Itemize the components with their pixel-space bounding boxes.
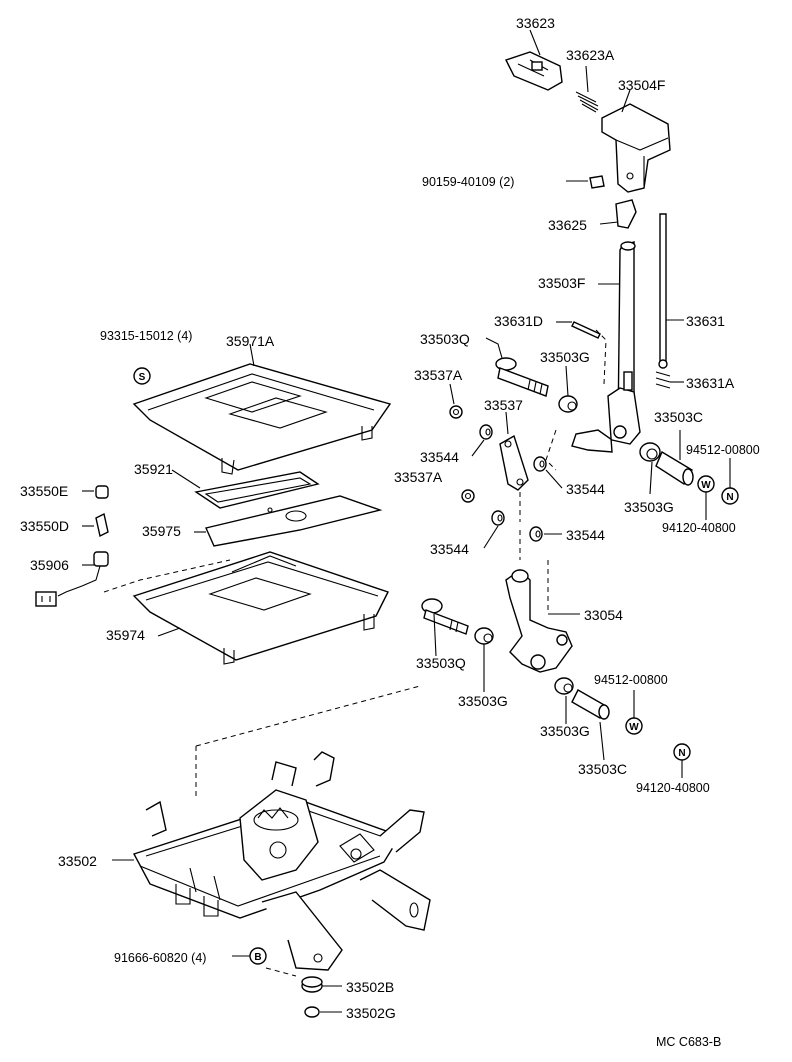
- label-33502G: 33502G: [346, 1005, 396, 1021]
- collar-33503G-mid: [474, 627, 494, 692]
- label-35974: 35974: [106, 627, 145, 643]
- clip-33625: [599, 199, 637, 229]
- collar-33503G-right: [639, 442, 661, 495]
- label-91666: 91666-60820 (4): [114, 951, 206, 965]
- nut-33537A-mid: [461, 489, 475, 503]
- pin-33631D: [556, 321, 601, 339]
- label-33623A: 33623A: [566, 47, 615, 63]
- lever-33054: [505, 569, 580, 673]
- label-33503C-top: 33503C: [654, 409, 703, 425]
- svg-text:S: S: [139, 372, 146, 383]
- label-33544-d: 33544: [566, 527, 605, 543]
- symbol-b-bot: B: [232, 947, 267, 965]
- label-33550E: 33550E: [20, 483, 68, 499]
- part-labels: 33623 33623A 33504F 90159-40109 (2) 3362…: [20, 15, 760, 1049]
- knob-button-part: [505, 51, 563, 91]
- collar-33503G-bot: [554, 677, 574, 724]
- sleeve-33503C-bot: [571, 689, 610, 761]
- nut-33537A-top: [449, 383, 463, 419]
- label-35971A: 35971A: [226, 333, 275, 349]
- symbol-w-bot: W: [625, 690, 643, 735]
- shift-knob-part: [601, 103, 671, 193]
- bolt-33503Q-top: [485, 337, 549, 397]
- label-33503Q-mid: 33503Q: [416, 655, 466, 671]
- washer-33544-d: [529, 526, 562, 542]
- collar-33503G-top: [558, 365, 578, 413]
- label-33631: 33631: [686, 313, 725, 329]
- label-33503F: 33503F: [538, 275, 585, 291]
- link-33537: [499, 411, 529, 491]
- label-33631D: 33631D: [494, 313, 543, 329]
- plate-35921: [171, 469, 320, 509]
- spring-33623A: [575, 91, 599, 113]
- washer-33544-a: [471, 424, 493, 457]
- label-35975: 35975: [142, 523, 181, 539]
- leader-33623: [529, 29, 541, 56]
- label-33625: 33625: [548, 217, 587, 233]
- label-94512-top: 94512-00800: [686, 443, 760, 457]
- label-33544-b: 33544: [566, 481, 605, 497]
- bulb-35550E: [82, 485, 109, 499]
- label-33631A: 33631A: [686, 375, 735, 391]
- cover-35971A: [132, 343, 392, 475]
- indicator-plate-35975: [194, 495, 383, 547]
- sleeve-33503C-top: [655, 430, 694, 486]
- label-33503G-mid: 33503G: [458, 693, 508, 709]
- label-33503G-right: 33503G: [624, 499, 674, 515]
- bulb-35550D: [82, 512, 109, 538]
- label-33537: 33537: [484, 397, 523, 413]
- cushion-33502B: [301, 976, 342, 993]
- shift-lever-33503F: [571, 241, 641, 453]
- bolt-33503Q-mid: [421, 598, 469, 657]
- svg-text:N: N: [726, 492, 733, 503]
- label-33503G-bot: 33503G: [540, 723, 590, 739]
- socket-35906: [35, 551, 109, 607]
- rod-33631: [655, 213, 671, 389]
- label-33537A-top: 33537A: [414, 367, 463, 383]
- symbol-n-top: N: [721, 458, 739, 505]
- label-35906: 35906: [30, 557, 69, 573]
- washer-33544-c: [483, 510, 505, 549]
- label-33537A-mid: 33537A: [394, 469, 443, 485]
- label-33503Q-top: 33503Q: [420, 331, 470, 347]
- label-35921: 35921: [134, 461, 173, 477]
- label-33544-c: 33544: [430, 541, 469, 557]
- svg-text:N: N: [678, 748, 685, 759]
- symbol-n-bot: N: [673, 743, 691, 778]
- svg-text:W: W: [629, 722, 639, 733]
- label-93315: 93315-15012 (4): [100, 329, 192, 343]
- label-90159: 90159-40109 (2): [422, 175, 514, 189]
- label-33503G-top: 33503G: [540, 349, 590, 365]
- label-33544-a: 33544: [420, 449, 459, 465]
- label-33503C-bot: 33503C: [578, 761, 627, 777]
- base-bracket-33502: [112, 751, 431, 971]
- symbol-s-top: S: [133, 367, 151, 385]
- symbol-w-top: W: [697, 475, 715, 520]
- footer-code: MC C683-B: [656, 1035, 721, 1049]
- screw-90159: [566, 175, 605, 189]
- svg-text:B: B: [254, 952, 261, 963]
- label-94120-top: 94120-40800: [662, 521, 736, 535]
- label-33623: 33623: [516, 15, 555, 31]
- label-33502: 33502: [58, 853, 97, 869]
- label-33054: 33054: [584, 607, 623, 623]
- label-94512-bot: 94512-00800: [594, 673, 668, 687]
- washer-33544-b: [533, 456, 563, 489]
- svg-text:W: W: [701, 480, 711, 491]
- label-33502B: 33502B: [346, 979, 394, 995]
- housing-35974: [132, 551, 389, 665]
- label-94120-bot: 94120-40800: [636, 781, 710, 795]
- label-33504F: 33504F: [618, 77, 665, 93]
- label-33550D: 33550D: [20, 518, 69, 534]
- collar-33502G: [304, 1006, 342, 1018]
